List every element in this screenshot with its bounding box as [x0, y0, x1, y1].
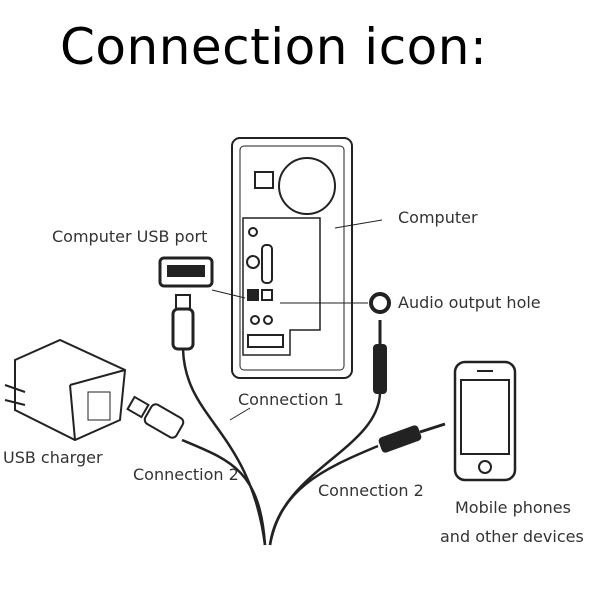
label-usb-charger: USB charger [3, 448, 103, 467]
usb-plug-icon [171, 294, 267, 546]
label-computer: Computer [398, 208, 478, 227]
charger-usb-plug-icon [126, 395, 267, 546]
phone-audio-jack-icon [268, 422, 446, 546]
label-audio-output-hole: Audio output hole [398, 293, 541, 312]
audio-hole-icon [280, 292, 391, 314]
connection-1-pointer [229, 407, 251, 421]
diagram-title: Connection icon: [60, 18, 488, 76]
label-connection-1: Connection 1 [238, 390, 344, 409]
label-mobile-line1: Mobile phones [455, 498, 571, 517]
label-connection-2-left: Connection 2 [133, 465, 239, 484]
computer-icon [231, 137, 383, 379]
label-computer-usb-port: Computer USB port [52, 227, 208, 246]
label-connection-2-right: Connection 2 [318, 481, 424, 500]
usb-port-icon [158, 256, 246, 299]
audio-jack-icon [268, 320, 387, 546]
mobile-phone-icon [453, 360, 517, 482]
usb-charger-icon [4, 338, 127, 442]
label-mobile-line2: and other devices [440, 527, 584, 546]
